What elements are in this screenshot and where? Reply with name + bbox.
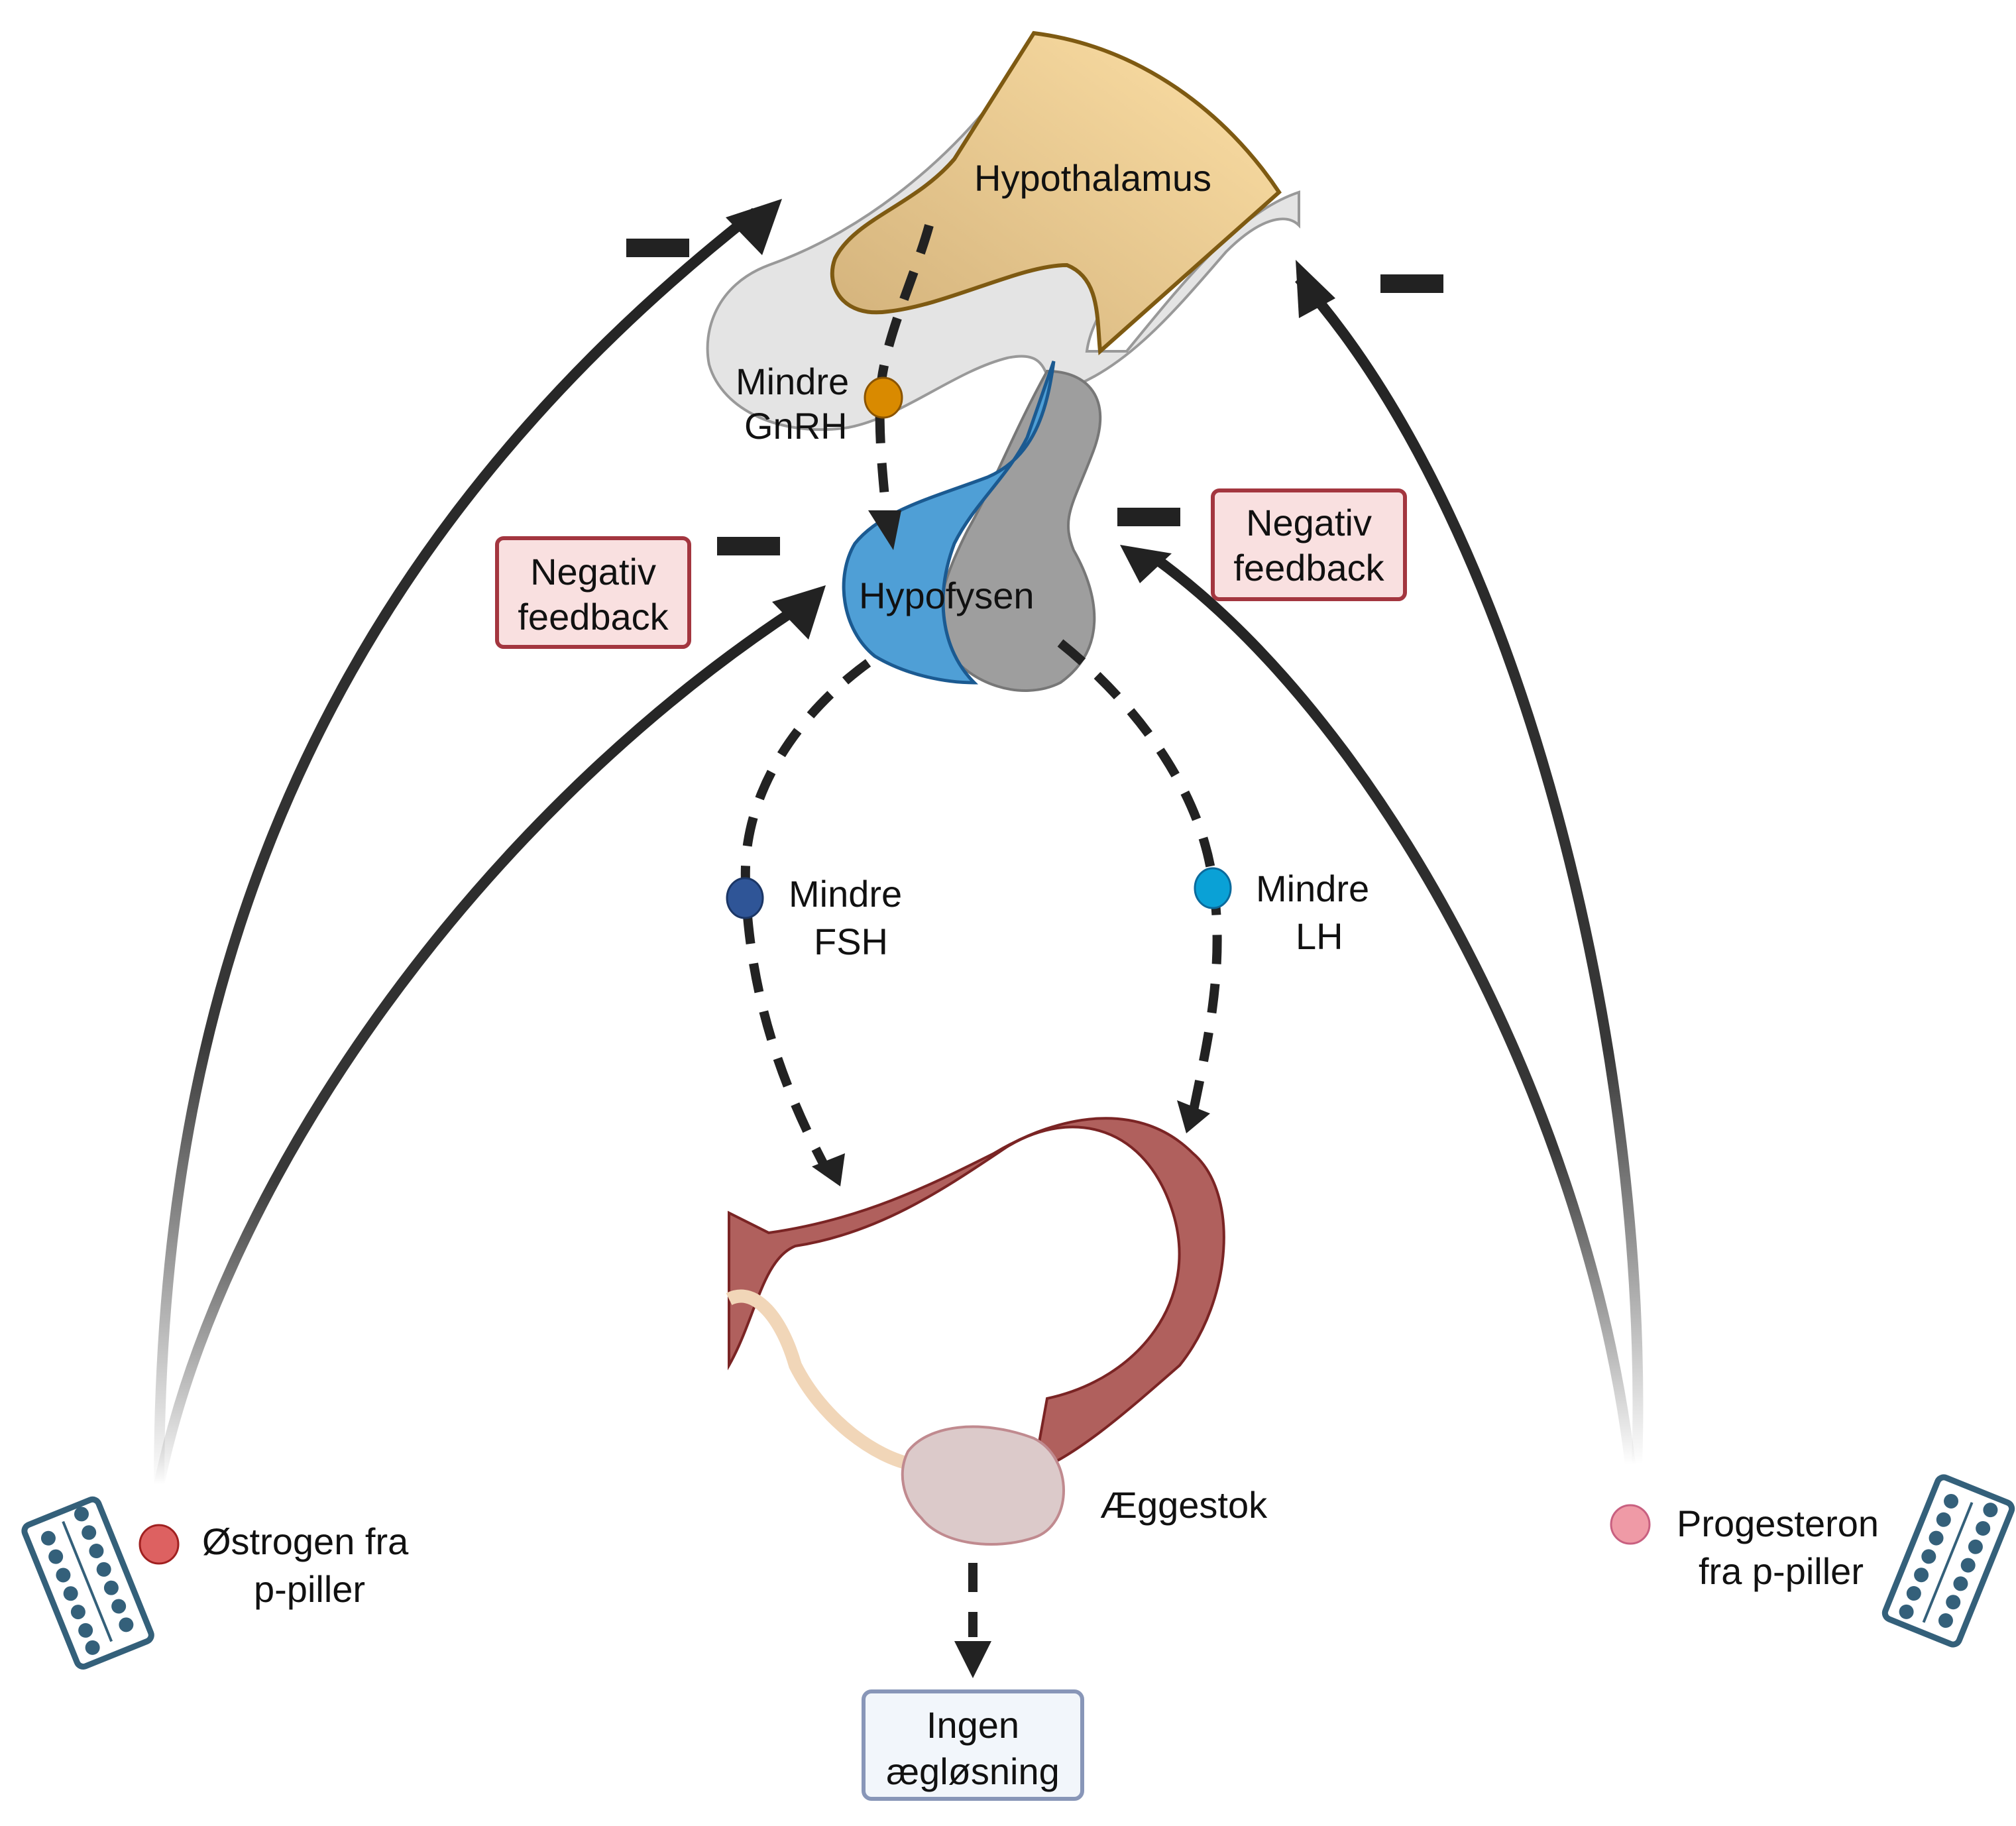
estrogen-pituitary-arrowhead — [772, 585, 826, 640]
lh-arrow — [1057, 639, 1222, 1115]
minus-sign-pituitary-left — [717, 537, 780, 555]
estrogen-label-line1: Østrogen fra — [202, 1520, 409, 1562]
pituitary-posterior — [938, 369, 1102, 692]
hypothalamus-label: Hypothalamus — [974, 157, 1211, 199]
pill-pack-icon-right — [1881, 1474, 2015, 1648]
minus-sign-pituitary-right — [1117, 508, 1180, 526]
minus-sign-hypothalamus-right — [1380, 274, 1443, 293]
pituitary-label: Hypofysen — [859, 575, 1035, 616]
feedback-left-line1: Negativ — [530, 551, 656, 593]
fsh-label-line1: Mindre — [789, 873, 902, 915]
minus-sign-hypothalamus-left — [626, 239, 689, 257]
estrogen-to-hypothalamus-arrow — [154, 207, 759, 1485]
progesterone-dot — [1610, 1504, 1651, 1545]
feedback-box-right — [1211, 488, 1407, 601]
lh-hormone-dot — [1194, 867, 1232, 909]
fsh-arrow — [740, 659, 871, 1176]
ovulation-arrowhead — [954, 1641, 991, 1678]
feedback-left-line2: feedback — [518, 596, 669, 638]
lh-label-line1: Mindre — [1256, 868, 1369, 909]
feedback-box-left — [495, 536, 691, 649]
feedback-right-line1: Negativ — [1246, 502, 1372, 543]
fsh-arrowhead — [812, 1153, 845, 1186]
gnrh-label-line2: GnRH — [744, 405, 848, 447]
estrogen-hypothalamus-arrowhead — [726, 199, 782, 255]
estrogen-label-line2: p-piller — [254, 1568, 365, 1610]
progesterone-to-pituitary-arrow — [1150, 552, 1636, 1465]
gnrh-arrowhead — [868, 510, 901, 550]
ovary-illustration — [726, 1117, 1225, 1546]
gnrh-label-line1: Mindre — [736, 361, 849, 402]
progesterone-label-line2: fra p-piller — [1699, 1550, 1864, 1592]
feedback-right-line2: feedback — [1233, 547, 1384, 589]
pituitary-anterior — [842, 361, 1056, 685]
fsh-hormone-dot — [726, 877, 764, 919]
hypothalamus-shape — [830, 30, 1282, 356]
outcome-line1: Ingen — [926, 1704, 1019, 1746]
outcome-box — [862, 1689, 1084, 1801]
progesterone-pituitary-arrowhead — [1120, 545, 1172, 583]
progesterone-label-line1: Progesteron — [1677, 1503, 1879, 1544]
progesterone-hypothalamus-arrowhead — [1296, 260, 1335, 318]
pill-pack-icon-left — [21, 1496, 154, 1670]
ovary-label: Æggestok — [1100, 1484, 1268, 1526]
estrogen-to-pituitary-arrow — [154, 605, 799, 1486]
gnrh-hormone-dot — [864, 376, 903, 419]
lh-label-line2: LH — [1296, 915, 1343, 957]
lh-arrowhead — [1177, 1100, 1210, 1133]
progesterone-to-hypothalamus-arrow — [1295, 274, 1644, 1465]
outcome-line2: ægløsning — [886, 1750, 1059, 1792]
estrogen-dot — [139, 1524, 180, 1565]
fsh-label-line2: FSH — [814, 921, 888, 962]
